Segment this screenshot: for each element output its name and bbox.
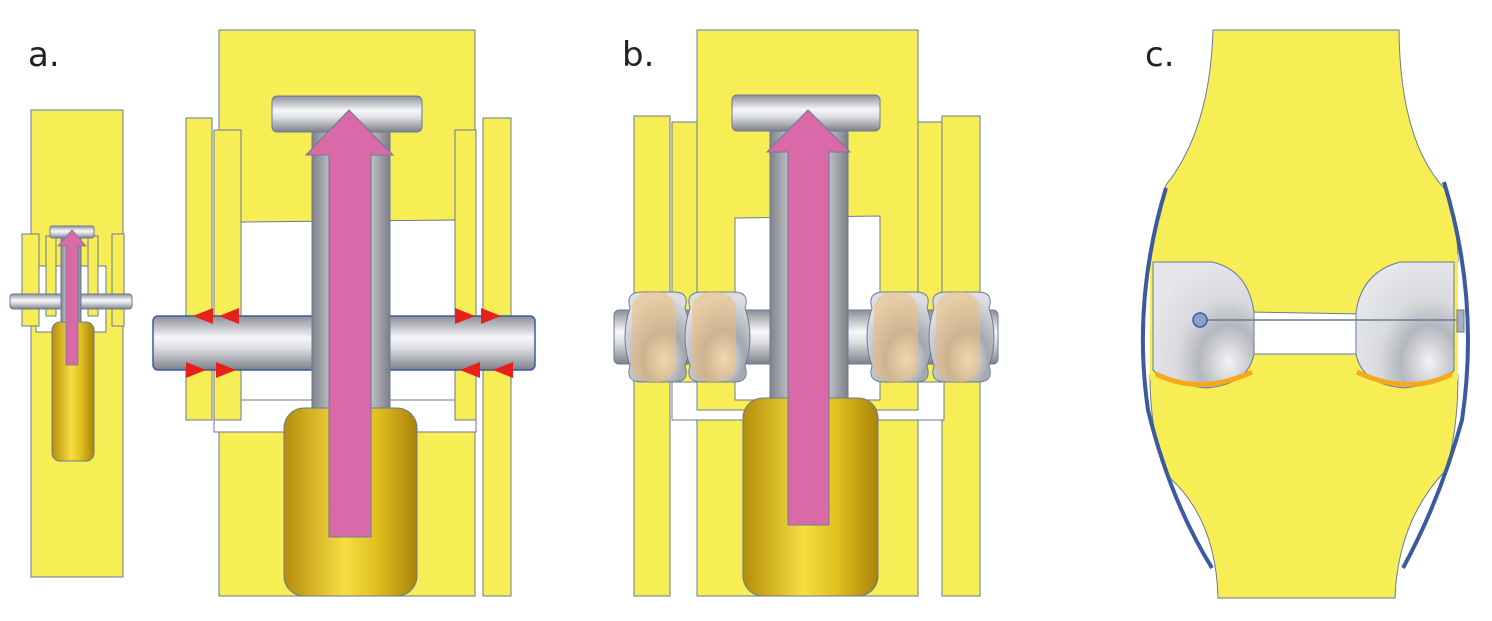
red-arrow-right-bottom-1 [460, 362, 480, 378]
c-left-cartilage [1154, 369, 1254, 387]
c-right-cartilage [1355, 369, 1454, 387]
small-left-flange [21, 233, 40, 327]
c-axis-end [1456, 309, 1465, 333]
b-force-arrow [765, 109, 852, 526]
c-right-condyle [1355, 261, 1455, 389]
red-arrow-right-bottom-2 [493, 362, 513, 378]
c-right-capsule [1401, 181, 1470, 569]
c-pivot-point [1192, 312, 1208, 328]
panel-label-c: c. [1145, 35, 1175, 75]
panel-label-b: b. [622, 35, 655, 75]
panel-a-small-device [9, 109, 133, 578]
red-arrow-right-top-1 [455, 308, 475, 324]
red-arrow-right-top-2 [481, 308, 501, 324]
red-arrow-left-bottom-2 [216, 362, 236, 378]
panel-c-joint [1140, 29, 1470, 599]
small-right-flange [111, 233, 125, 327]
red-arrow-left-top-1 [193, 308, 213, 324]
c-joint-space [1247, 311, 1363, 355]
panel-a-large-device [152, 29, 536, 597]
c-left-capsule [1140, 187, 1214, 570]
red-arrow-left-bottom-1 [186, 362, 206, 378]
panel-label-a: a. [28, 35, 60, 75]
red-arrow-left-top-2 [219, 308, 239, 324]
c-lower-bone [1149, 374, 1459, 599]
panel-b-device [613, 29, 999, 597]
small-force-arrow [57, 229, 87, 366]
c-upper-bone [1149, 29, 1459, 263]
b-bead-1 [624, 291, 691, 383]
large-force-arrow [304, 109, 395, 538]
b-bead-3 [866, 291, 933, 383]
b-bead-4 [928, 291, 995, 383]
b-bead-2 [684, 291, 751, 383]
large-inner-right-wall [454, 129, 477, 421]
